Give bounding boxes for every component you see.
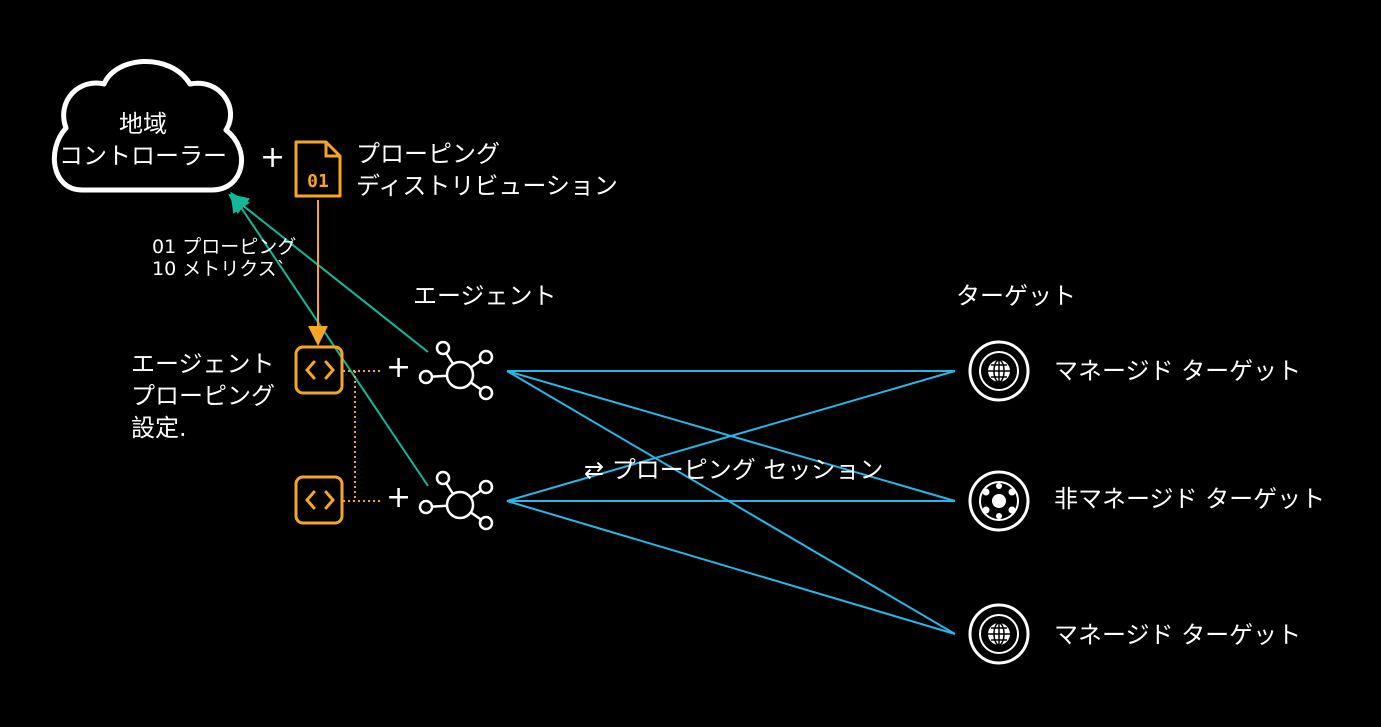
distribution-label-line1: プローピング [356, 140, 500, 168]
distribution-label-line2: ディストリビューション [356, 172, 618, 200]
agent-config-label-line1: エージェント [131, 350, 275, 378]
hub-network-icon [418, 340, 494, 401]
session-label: ⇄ プローピング セッション [584, 456, 884, 484]
metrics-arrows [228, 191, 429, 487]
distribution-label: プローピング ディストリビューション [356, 138, 618, 202]
session-lines [506, 370, 956, 635]
binary-file-icon: 01 [294, 140, 342, 198]
metrics-label-line2: 10 メトリクス` [152, 258, 287, 280]
targets-header: ターゲット [956, 282, 1076, 310]
code-brackets-icon-2 [294, 475, 344, 525]
controller-label-line1: 地域 [119, 110, 167, 138]
plus-sign-agent-2: + [386, 480, 412, 515]
agent-config-label-line2: プローピング [131, 382, 275, 410]
session-line-a2-t1 [506, 370, 956, 502]
metrics-arrow-agent-2 [230, 191, 429, 487]
binary-file-icon-text: 01 [307, 171, 329, 192]
hub-network-icon-2 [418, 470, 494, 531]
target-label-1: マネージド ターゲット [1054, 357, 1302, 385]
unmanaged-network-globe-icon [968, 470, 1030, 532]
globe-icon [968, 340, 1030, 402]
cloud-icon [51, 59, 244, 193]
metrics-arrow-agent-1 [228, 193, 429, 353]
session-line-a2-t3 [506, 500, 956, 635]
target-label-2: 非マネージド ターゲット [1054, 485, 1326, 513]
agent-config-label: エージェント プローピング 設定. [131, 348, 275, 444]
globe-icon-3 [968, 603, 1030, 665]
target-label-3: マネージド ターゲット [1054, 621, 1302, 649]
metrics-label: 01 プローピング 10 メトリクス` [152, 236, 296, 280]
agents-header: エージェント [413, 282, 557, 310]
metrics-label-line1: 01 プローピング [152, 236, 297, 258]
controller-label: 地域 コントローラー [59, 108, 227, 172]
controller-label-line2: コントローラー [59, 142, 227, 170]
config-dotted-links [343, 370, 383, 502]
session-line-a1-t3 [506, 370, 956, 635]
agent-config-label-line3: 設定. [131, 414, 187, 442]
code-brackets-icon [294, 345, 344, 395]
plus-sign-agent-1: + [386, 350, 412, 385]
plus-sign-top: + [260, 140, 286, 175]
